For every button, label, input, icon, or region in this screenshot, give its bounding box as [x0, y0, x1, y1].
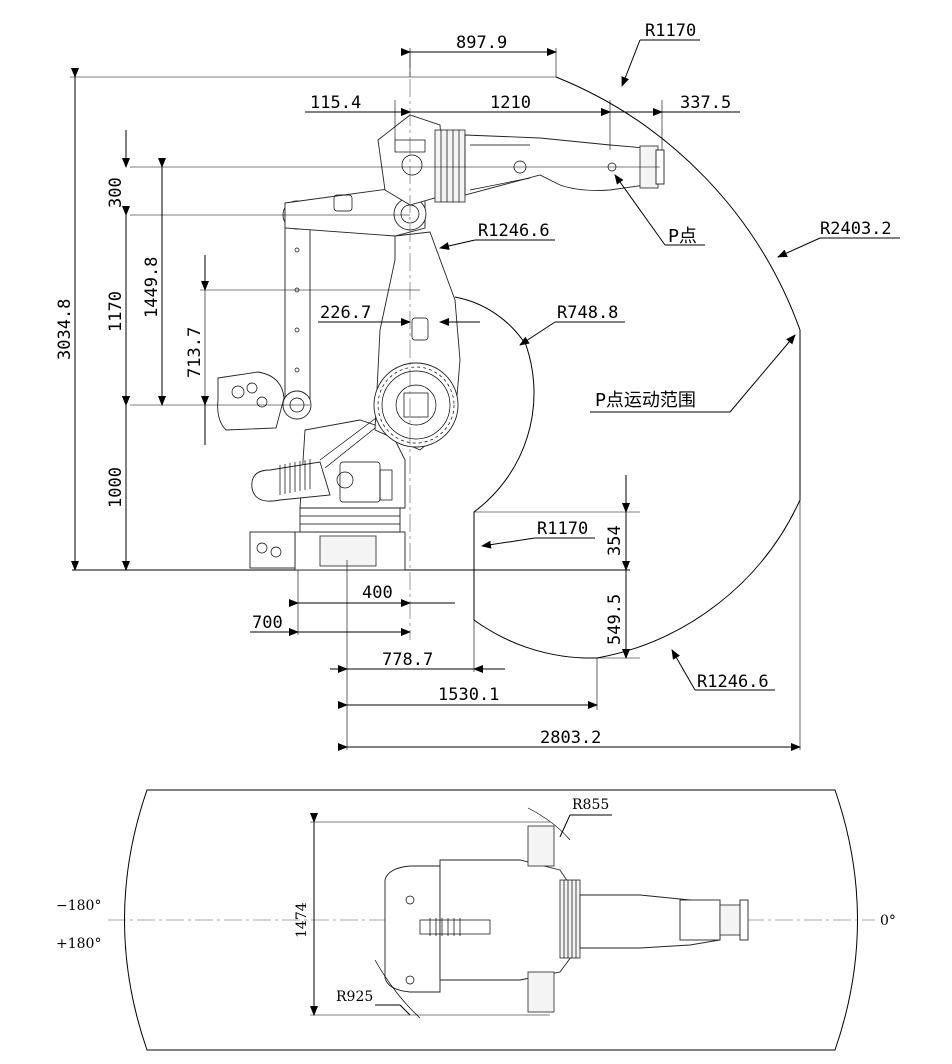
- top-view: −180° +180° 0° R855 R925 1474: [56, 789, 896, 1051]
- dim-354: 354: [605, 525, 625, 556]
- dim-549-5: 549.5: [605, 594, 625, 645]
- dim-700: 700: [252, 613, 283, 633]
- lower-arm: [282, 200, 312, 420]
- radius-925-label: R925: [336, 989, 373, 1005]
- angle-pos180-label: +180°: [56, 936, 101, 952]
- dim-1000: 1000: [106, 467, 126, 508]
- p-range-label: P点运动范围: [595, 390, 696, 411]
- robot-base: [249, 507, 406, 571]
- radius-748-8: R748.8: [557, 303, 618, 323]
- radius-1246-6-upper: R1246.6: [478, 221, 550, 241]
- angle-zero-label: 0°: [880, 913, 896, 929]
- dim-1210: 1210: [490, 93, 531, 113]
- radius-1170-top: R1170: [645, 21, 696, 41]
- dim-2803-2: 2803.2: [540, 728, 601, 748]
- radius-1246-6-lower: R1246.6: [697, 672, 769, 692]
- dim-3034-8: 3034.8: [55, 299, 75, 360]
- angle-neg180-label: −180°: [56, 898, 101, 914]
- p-point-label: P点: [668, 226, 697, 247]
- dim-226-7: 226.7: [320, 303, 371, 323]
- joint-3-housing: [377, 114, 466, 206]
- dim-713-7: 713.7: [185, 327, 205, 378]
- dim-778-7: 778.7: [382, 650, 433, 670]
- robot-top-silhouette: [384, 825, 749, 1013]
- radius-2403-2: R2403.2: [820, 219, 892, 239]
- dim-337-5: 337.5: [680, 93, 731, 113]
- dim-300: 300: [106, 177, 126, 208]
- dim-1449-8: 1449.8: [142, 257, 162, 318]
- dim-1170: 1170: [106, 291, 126, 332]
- side-view: 897.9 R1170 115.4 1210 337.5 R1246.6 P点 …: [55, 21, 900, 751]
- work-envelope-outline: [454, 76, 801, 659]
- radius-855-label: R855: [572, 797, 609, 813]
- dim-897-9: 897.9: [456, 33, 507, 53]
- joint-2-gear: [373, 362, 459, 448]
- dim-115-4: 115.4: [310, 93, 361, 113]
- counterweight: [217, 371, 285, 431]
- rotation-envelope: [124, 789, 858, 1051]
- radius-1170-inner: R1170: [537, 519, 588, 539]
- upper-link: [284, 187, 427, 237]
- dim-1530-1: 1530.1: [438, 685, 499, 705]
- forearm: [464, 134, 646, 196]
- dim-1474: 1474: [294, 902, 310, 938]
- dim-400: 400: [362, 583, 393, 603]
